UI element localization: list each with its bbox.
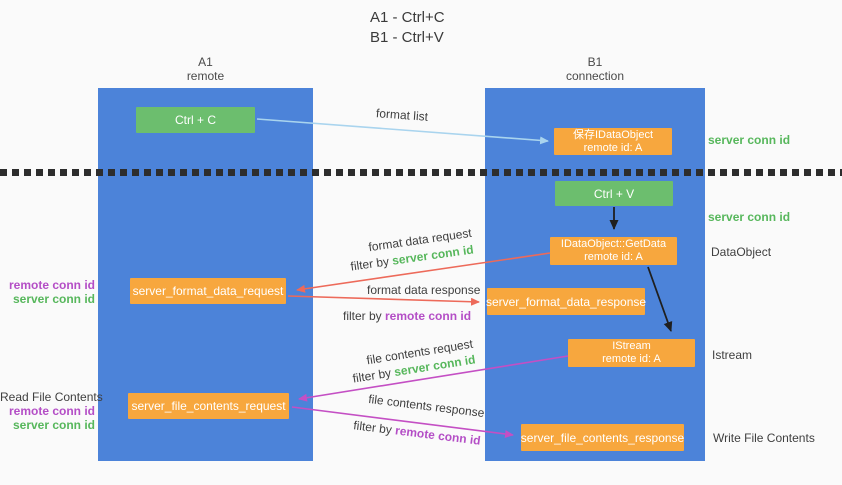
write-file-contents-label: Write File Contents bbox=[713, 431, 815, 445]
file-contents-response-label: file contents response bbox=[367, 391, 486, 421]
file-req-remote-conn-id: remote conn id bbox=[8, 404, 95, 418]
format-data-response-label: format data response bbox=[367, 283, 481, 297]
file-req-server-conn-id: server conn id bbox=[12, 418, 95, 432]
filter-by-prefix: filter by bbox=[352, 418, 397, 438]
format-data-response-filter-label: filter by remote conn id bbox=[343, 309, 471, 323]
filter-by-remote-conn-id: remote conn id bbox=[385, 309, 472, 323]
machine-boundary-dotted-line bbox=[0, 169, 842, 176]
lane-b1-subtitle: connection bbox=[565, 69, 625, 83]
server-format-data-request-box: server_format_data_request bbox=[130, 278, 286, 304]
filter-by-prefix: filter by bbox=[351, 365, 396, 386]
lane-header-a1: A1 remote bbox=[98, 55, 313, 83]
getdata-line1: IDataObject::GetData bbox=[560, 238, 667, 250]
format-list-label: format list bbox=[375, 106, 429, 124]
server-format-data-response-label: server_format_data_response bbox=[485, 294, 647, 309]
idataobject-getdata-box: IDataObject::GetData remote id: A bbox=[550, 237, 677, 265]
file-request-conn-labels: Read File Contents remote conn id server… bbox=[0, 390, 103, 432]
istream-side-label: Istream bbox=[712, 348, 753, 362]
lane-header-b1: B1 connection bbox=[485, 55, 705, 83]
server-file-contents-response-box: server_file_contents_response bbox=[521, 424, 684, 451]
filter-by-remote-conn-id: remote conn id bbox=[394, 423, 482, 448]
save-idataobject-box: 保存IDataObject remote id: A bbox=[554, 128, 672, 155]
title-line-2: B1 - Ctrl+V bbox=[370, 29, 444, 46]
format-req-server-conn-id: server conn id bbox=[12, 292, 95, 306]
lane-a1-name: A1 bbox=[198, 55, 213, 69]
lane-b1-name: B1 bbox=[587, 55, 603, 69]
server-format-data-request-label: server_format_data_request bbox=[132, 284, 284, 298]
lane-a1-subtitle: remote bbox=[186, 69, 225, 83]
title-line-1: A1 - Ctrl+C bbox=[370, 9, 445, 26]
filter-by-prefix: filter by bbox=[343, 309, 386, 323]
filter-by-prefix: filter by bbox=[349, 253, 394, 274]
getdata-line2: remote id: A bbox=[584, 251, 643, 263]
server-file-contents-response-label: server_file_contents_response bbox=[520, 430, 685, 445]
server-file-contents-request-box: server_file_contents_request bbox=[128, 393, 289, 419]
istream-box: IStream remote id: A bbox=[568, 339, 695, 367]
ctrl-v-label: Ctrl + V bbox=[593, 186, 635, 201]
ctrl-c-label: Ctrl + C bbox=[174, 113, 216, 127]
save-idataobject-line1: 保存IDataObject bbox=[572, 128, 654, 141]
istream-line2: remote id: A bbox=[602, 353, 661, 365]
server-conn-id-top-label: server conn id bbox=[708, 133, 791, 147]
dataobject-label: DataObject bbox=[711, 245, 772, 259]
diagram-title: A1 - Ctrl+C B1 - Ctrl+V bbox=[370, 8, 445, 48]
read-file-contents-label: Read File Contents bbox=[0, 390, 103, 404]
server-format-data-response-box: server_format_data_response bbox=[485, 288, 647, 315]
file-contents-response-filter-label: filter by remote conn id bbox=[353, 418, 482, 447]
ctrl-v-box: Ctrl + V bbox=[555, 181, 673, 206]
format-request-conn-labels: remote conn id server conn id bbox=[0, 278, 95, 306]
format-req-remote-conn-id: remote conn id bbox=[8, 278, 95, 292]
server-file-contents-request-label: server_file_contents_request bbox=[131, 399, 286, 413]
istream-line1: IStream bbox=[612, 340, 651, 352]
save-idataobject-line2: remote id: A bbox=[583, 141, 643, 154]
ctrl-c-box: Ctrl + C bbox=[136, 107, 255, 133]
server-conn-id-mid-label: server conn id bbox=[708, 210, 791, 224]
